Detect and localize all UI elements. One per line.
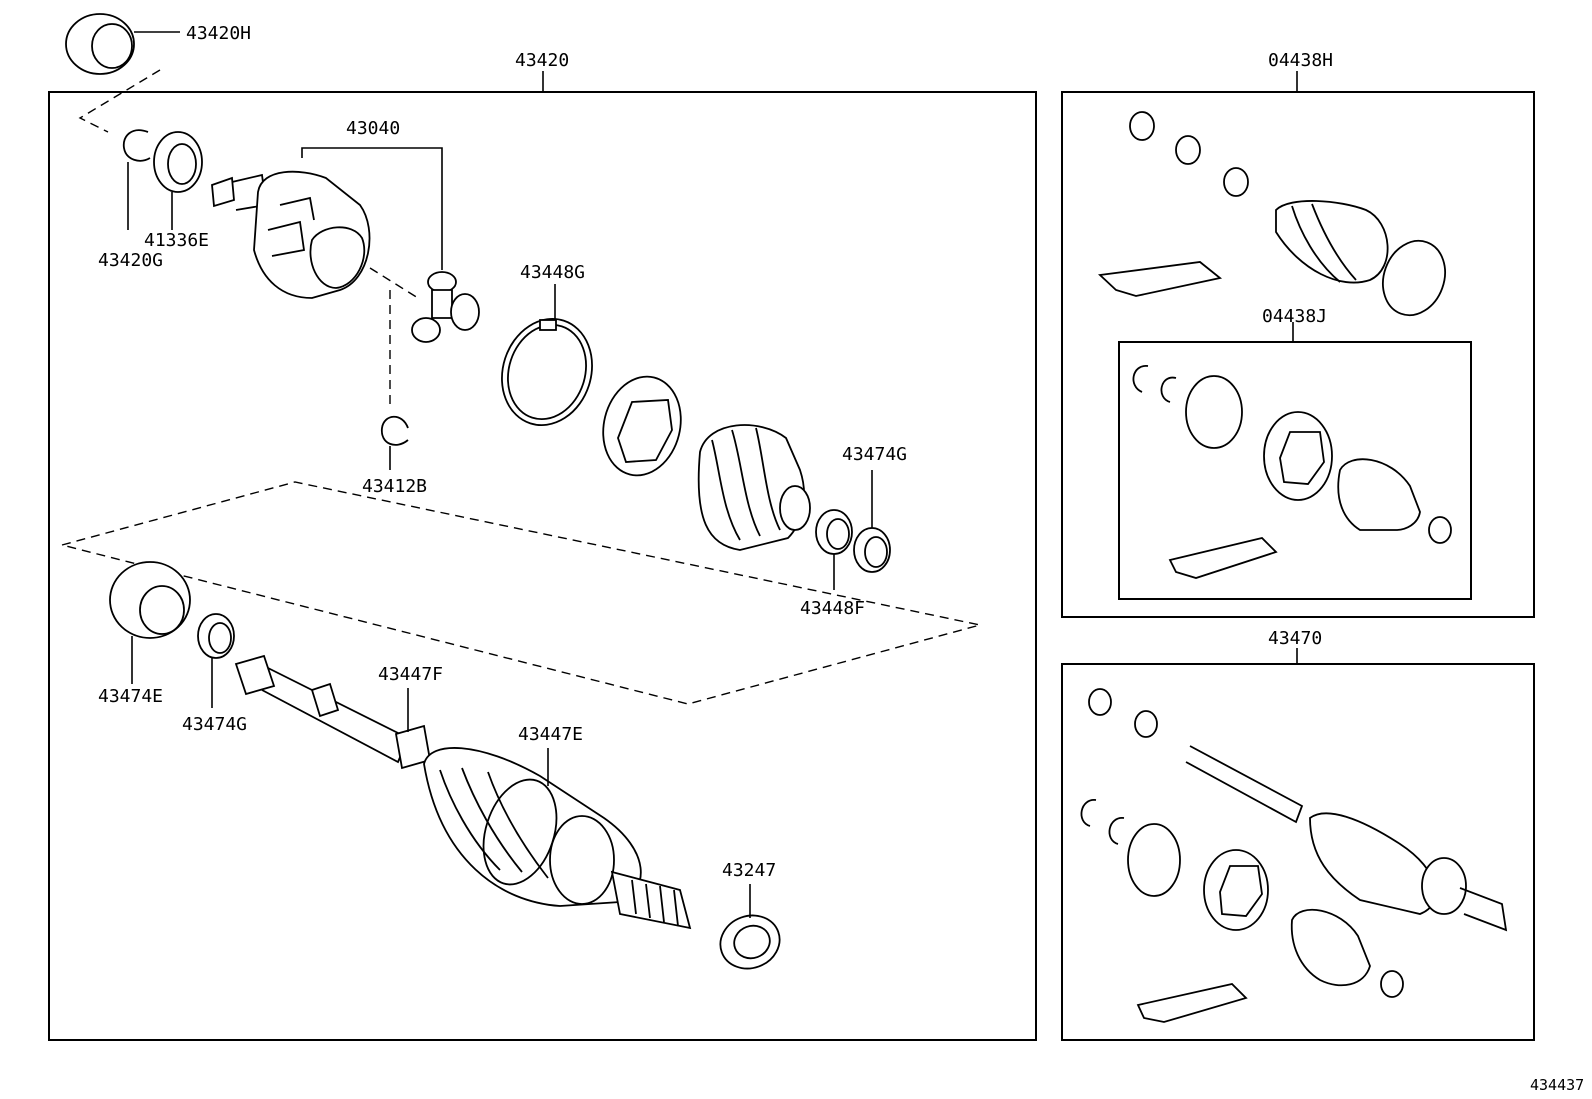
- outer-boot-kit-frame: [1061, 663, 1535, 1041]
- inner-boot-kit-frame: [1118, 341, 1472, 600]
- snap-ring-43412B-icon: [381, 415, 409, 470]
- label-43470: 43470: [1268, 628, 1322, 649]
- clamp-43474G-lower-icon: [197, 613, 235, 708]
- tripod-spider-icon: [411, 271, 480, 343]
- label-43447E: 43447E: [518, 724, 583, 745]
- label-43420H: 43420H: [186, 23, 251, 44]
- label-41336E: 41336E: [144, 230, 209, 251]
- label-04438H: 04438H: [1268, 50, 1333, 71]
- inboard-boot-icon: [602, 375, 811, 551]
- diagram-id: 434437: [1530, 1076, 1584, 1094]
- label-43247: 43247: [722, 860, 776, 881]
- boot-kit-04438J-icon: [1132, 365, 1452, 579]
- clamp-43448F-icon: [815, 509, 853, 590]
- label-04438J: 04438J: [1262, 306, 1327, 327]
- seal-43420H-icon: [65, 13, 180, 75]
- snap-ring-43420G-icon: [122, 129, 151, 230]
- clamp-43474G-upper-icon: [853, 470, 891, 573]
- label-43040: 43040: [346, 118, 400, 139]
- seal-43247-icon: [719, 884, 781, 970]
- boot-kit-04438H-icon: [1097, 111, 1446, 317]
- label-43420G: 43420G: [98, 250, 163, 271]
- label-43448G: 43448G: [520, 262, 585, 283]
- label-43412B: 43412B: [362, 476, 427, 497]
- boot-clamp-43448G-icon: [501, 284, 593, 427]
- drive-shaft-icon: [234, 654, 692, 930]
- inboard-joint-housing-icon: [211, 170, 371, 299]
- label-43448F: 43448F: [800, 598, 865, 619]
- seal-41336E-icon: [153, 131, 203, 230]
- label-43474E: 43474E: [98, 686, 163, 707]
- boot-kit-frame: [1061, 91, 1535, 618]
- shaft-assembly-43470-icon: [1080, 688, 1508, 1023]
- label-43420: 43420: [515, 50, 569, 71]
- label-43474G-lower: 43474G: [182, 714, 247, 735]
- label-43447F: 43447F: [378, 664, 443, 685]
- dynamic-damper-43474E-icon: [109, 561, 191, 684]
- label-43474G-upper: 43474G: [842, 444, 907, 465]
